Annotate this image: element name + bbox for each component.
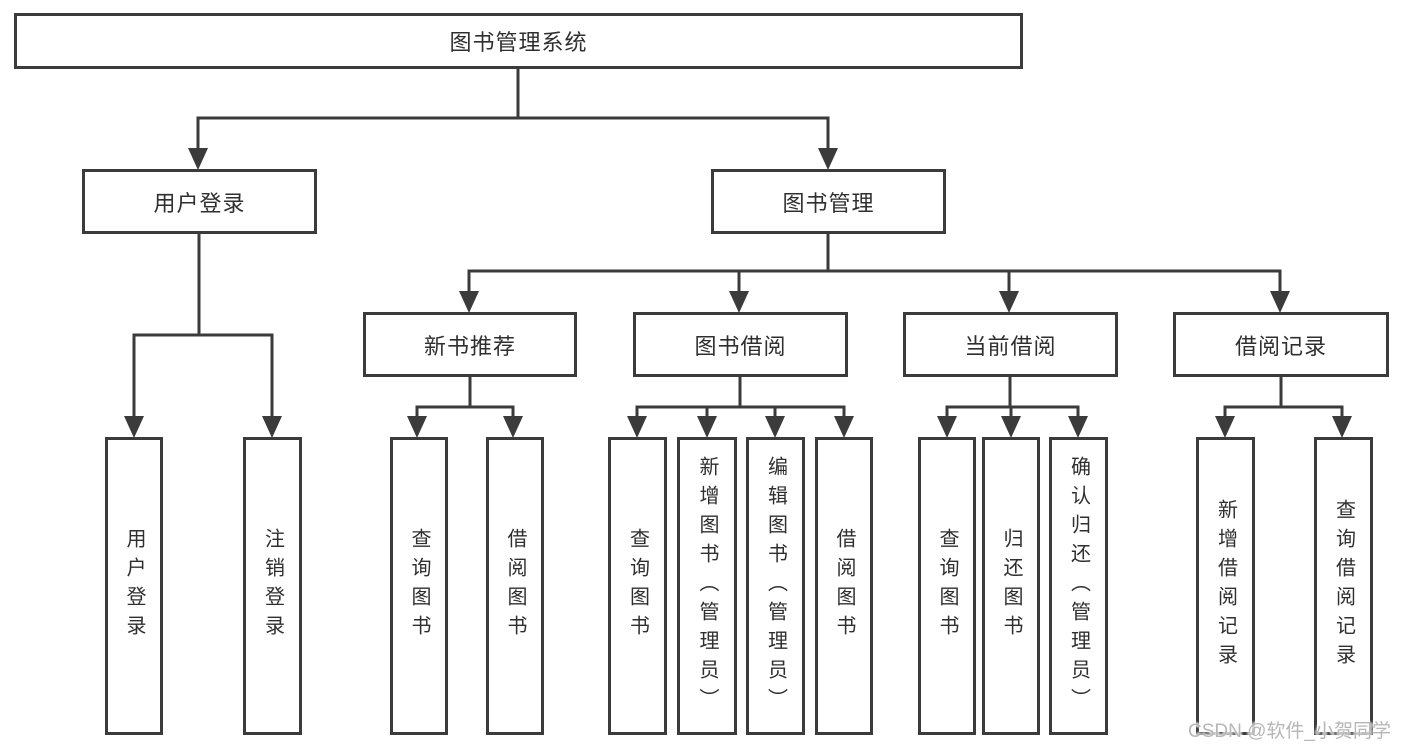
node-new-book-recommend: 新书推荐 <box>363 312 577 377</box>
node-library-management-system: 图书管理系统 <box>14 13 1023 69</box>
node-borrow-records: 借阅记录 <box>1173 312 1389 377</box>
node-label: 归还图书 <box>1000 528 1022 644</box>
node-label: 查询图书 <box>626 528 649 644</box>
leaf-recommend-borrow-books: 借阅图书 <box>486 437 544 735</box>
node-label: 用户登录 <box>153 190 246 216</box>
leaf-borrowing-query-books: 查询图书 <box>608 437 667 735</box>
leaf-borrow-books: 借阅图书 <box>815 437 873 735</box>
node-label: 新增借阅记录 <box>1214 499 1237 673</box>
node-label: 注销登录 <box>261 528 284 644</box>
node-label: 图书借阅 <box>694 333 787 359</box>
node-book-management: 图书管理 <box>711 169 946 234</box>
node-label: 查询图书 <box>408 528 430 644</box>
leaf-user-login: 用户登录 <box>105 437 163 735</box>
leaf-logout: 注销登录 <box>243 437 302 735</box>
node-label: 编辑图书（管理员） <box>764 455 787 717</box>
node-label: 查询借阅记录 <box>1332 499 1355 673</box>
node-label: 用户登录 <box>123 528 145 644</box>
leaf-recommend-query-books: 查询图书 <box>390 437 448 735</box>
arrowhead-icons <box>124 148 1352 438</box>
csdn-watermark: CSDN @软件_小贺同学 <box>1188 721 1391 742</box>
node-label: 图书管理系统 <box>449 30 588 55</box>
leaf-return-books: 归还图书 <box>982 437 1040 735</box>
node-label: 新书推荐 <box>423 333 516 359</box>
node-label: 图书管理 <box>782 190 875 216</box>
leaf-edit-books-admin: 编辑图书（管理员） <box>746 437 805 735</box>
leaf-current-query-books: 查询图书 <box>918 437 976 735</box>
node-label: 确认归还（管理员） <box>1067 455 1090 717</box>
leaf-add-books-admin: 新增图书（管理员） <box>677 437 737 735</box>
node-current-borrowing: 当前借阅 <box>903 312 1118 377</box>
node-label: 新增图书（管理员） <box>696 455 718 717</box>
node-label: 查询图书 <box>936 528 958 644</box>
leaf-add-borrow-record: 新增借阅记录 <box>1196 437 1255 735</box>
leaf-query-borrow-record: 查询借阅记录 <box>1314 437 1373 735</box>
leaf-confirm-return-admin: 确认归还（管理员） <box>1049 437 1108 735</box>
node-label: 借阅记录 <box>1234 333 1327 359</box>
node-user-login: 用户登录 <box>82 169 317 234</box>
node-book-borrowing: 图书借阅 <box>633 312 848 377</box>
node-label: 当前借阅 <box>964 333 1057 359</box>
node-label: 借阅图书 <box>833 528 855 644</box>
node-label: 借阅图书 <box>504 528 526 644</box>
